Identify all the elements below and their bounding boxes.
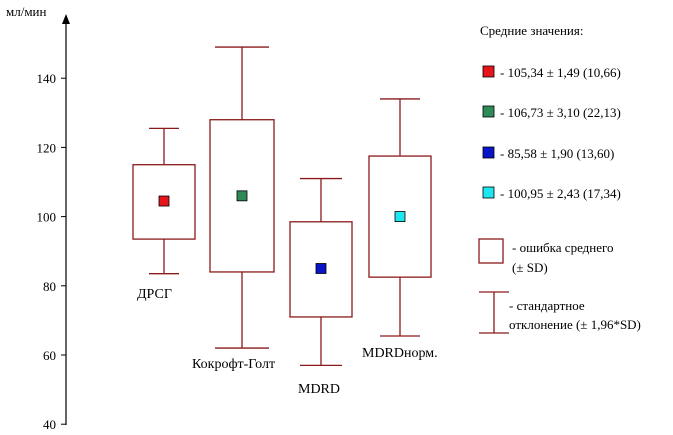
legend-box-swatch (478, 238, 504, 264)
legend-mean-swatch (482, 105, 495, 118)
y-axis-layer: мл/мин 40 60 80 100 120 140 (6, 4, 70, 432)
legend-whisker-text: - стандартное (509, 298, 585, 313)
mean-marker (315, 263, 327, 274)
legend-box-text: (± SD) (512, 260, 548, 275)
legend-whisker-text: отклонение (± 1,96*SD) (509, 317, 641, 332)
y-tick-label: 100 (37, 210, 57, 225)
y-tick-label: 60 (43, 348, 56, 363)
category-label: MDRDнорм. (362, 346, 438, 361)
legend-title: Средние значения: (480, 23, 583, 38)
y-axis-arrowhead (62, 14, 70, 24)
plot-layer (132, 46, 432, 367)
box-group (132, 127, 196, 275)
category-label: MDRD (298, 382, 340, 397)
legend-mean-text: - 106,73 ± 3,10 (22,13) (500, 105, 621, 120)
legend-mean-text: - 105,34 ± 1,49 (10,66) (500, 65, 621, 80)
legend-box-text: - ошибка среднего (512, 240, 614, 255)
mean-marker (236, 190, 248, 202)
box-group (368, 98, 432, 337)
legend-mean-swatch (482, 146, 495, 159)
box-group (209, 46, 275, 349)
mean-marker (158, 195, 170, 207)
box-group (289, 177, 353, 367)
y-tick-label: 120 (37, 140, 57, 155)
y-axis-label: мл/мин (6, 4, 47, 19)
y-tick-label: 80 (43, 279, 56, 294)
mean-marker (394, 211, 406, 223)
y-tick-label: 40 (43, 417, 56, 432)
legend-mean-text: - 100,95 ± 2,43 (17,34) (500, 186, 621, 201)
legend-mean-swatch (482, 65, 495, 78)
y-tick-label: 140 (37, 71, 57, 86)
legend: Средние значения: - 105,34 ± 1,49 (10,66)… (478, 23, 641, 334)
legend-mean-text: - 85,58 ± 1,90 (13,60) (500, 146, 614, 161)
legend-mean-swatch (482, 186, 495, 199)
category-label: Кокрофт-Голт (192, 357, 275, 372)
category-label: ДРСГ (137, 287, 172, 302)
